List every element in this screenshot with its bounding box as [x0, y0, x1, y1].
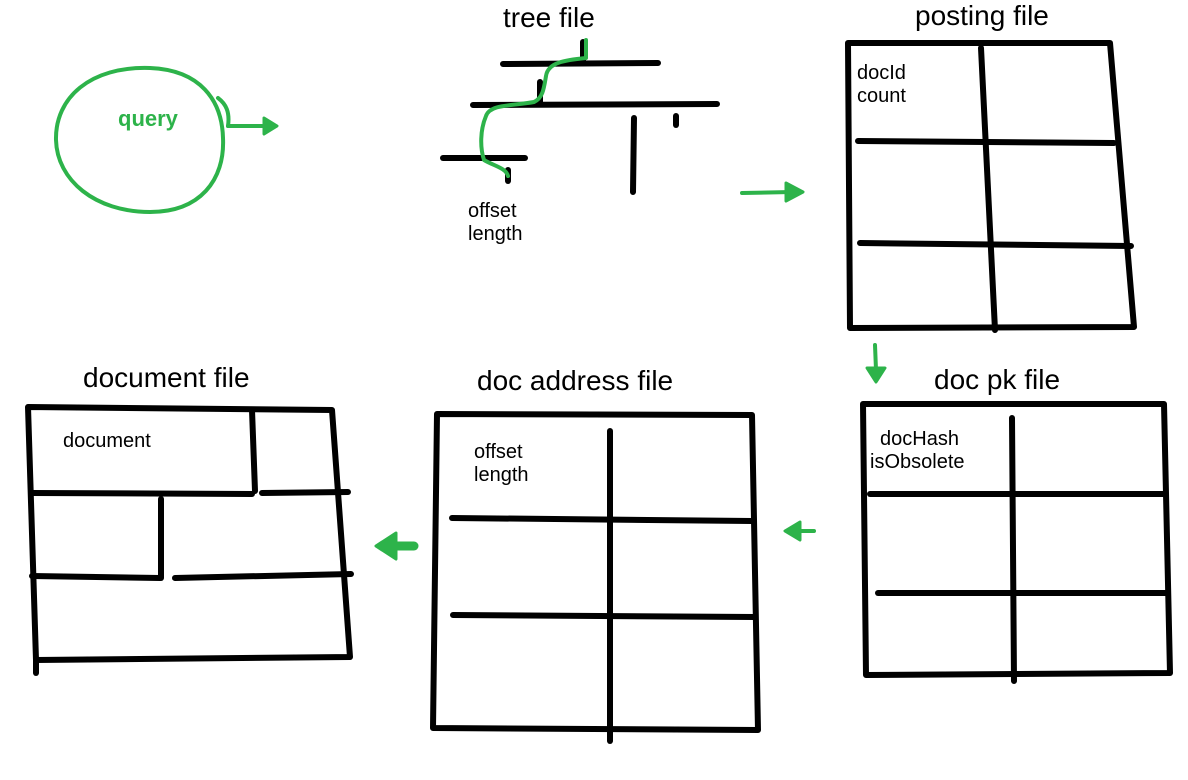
- query-bubble: [53, 65, 226, 214]
- document-field-document: document: [63, 430, 151, 452]
- tree-file-title: tree file: [503, 2, 595, 33]
- posting-file-title: posting file: [915, 0, 1049, 31]
- arrow-posting-to-docpk: [865, 343, 887, 384]
- doc-address-file-grid: [430, 411, 761, 744]
- tree-file-fields: offset length: [468, 200, 523, 246]
- arrow-tree-to-posting: [740, 181, 805, 203]
- query-bubble-hook: [216, 96, 231, 128]
- tree-field-offset: offset: [468, 200, 517, 222]
- docpk-field-dochash: docHash: [880, 428, 959, 450]
- posting-field-count: count: [857, 85, 906, 107]
- doc-pk-file-fields: docHash isObsolete: [870, 428, 965, 474]
- document-file-grid: [25, 404, 354, 676]
- doc-address-file-fields: offset length: [474, 441, 529, 487]
- docaddress-field-length: length: [474, 464, 529, 486]
- query-label: query: [118, 106, 178, 131]
- tree-field-length: length: [468, 223, 523, 245]
- arrow-docpk-to-docaddress: [783, 520, 816, 542]
- arrow-query-to-tree: [226, 116, 279, 136]
- doc-address-file-title: doc address file: [477, 365, 674, 396]
- tree-search-path: [479, 38, 588, 178]
- document-file-title: document file: [83, 362, 250, 393]
- doc-pk-file-title: doc pk file: [934, 364, 1061, 395]
- posting-file-fields: docId count: [857, 62, 906, 108]
- arrow-docaddress-to-document: [374, 531, 419, 561]
- posting-file-grid: [845, 40, 1137, 333]
- posting-field-docid: docId: [857, 62, 906, 84]
- docaddress-field-offset: offset: [474, 441, 523, 463]
- doc-pk-file-grid: [860, 401, 1173, 684]
- docpk-field-isobsolete: isObsolete: [870, 451, 965, 473]
